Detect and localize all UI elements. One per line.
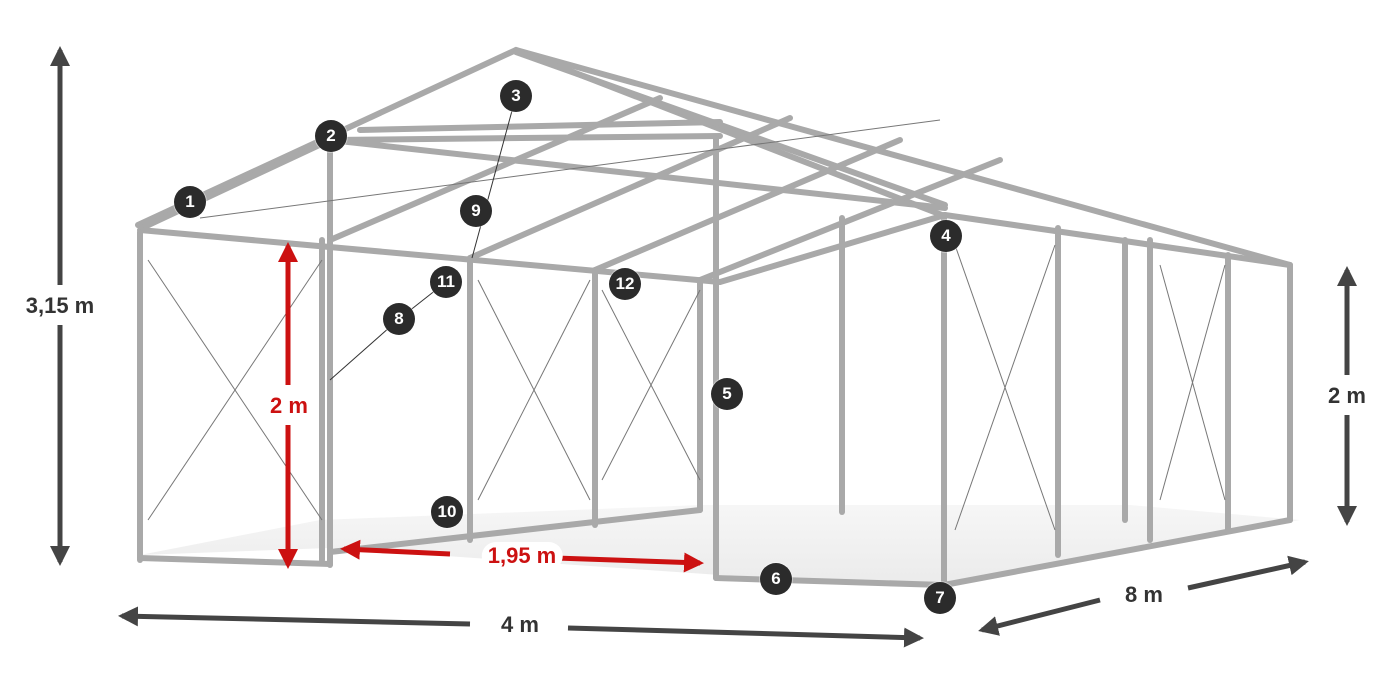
callout-badge-2: 2 — [315, 120, 347, 152]
dimension-arrows — [50, 46, 1357, 648]
callout-badge-1: 1 — [174, 186, 206, 218]
callout-badge-7: 7 — [924, 582, 956, 614]
callout-badge-3: 3 — [500, 80, 532, 112]
dimension-width: 4 m — [495, 611, 545, 639]
dimension-length: 8 m — [1119, 581, 1169, 609]
callout-badge-5: 5 — [711, 378, 743, 410]
callout-badge-8: 8 — [383, 303, 415, 335]
callout-badge-10: 10 — [431, 496, 463, 528]
dimension-side-height: 2 m — [1322, 382, 1372, 410]
callout-badge-6: 6 — [760, 563, 792, 595]
callout-badge-9: 9 — [460, 195, 492, 227]
callout-badge-11: 11 — [430, 266, 462, 298]
floor-area — [140, 505, 1300, 585]
callout-badge-12: 12 — [609, 268, 641, 300]
dimension-total-height: 3,15 m — [19, 292, 101, 320]
frame-tubes — [135, 46, 1293, 593]
callout-badge-4: 4 — [930, 220, 962, 252]
dimension-pole-spacing: 1,95 m — [481, 542, 563, 570]
bracing-wires — [147, 119, 1226, 531]
dimension-front-height: 2 m — [264, 392, 314, 420]
